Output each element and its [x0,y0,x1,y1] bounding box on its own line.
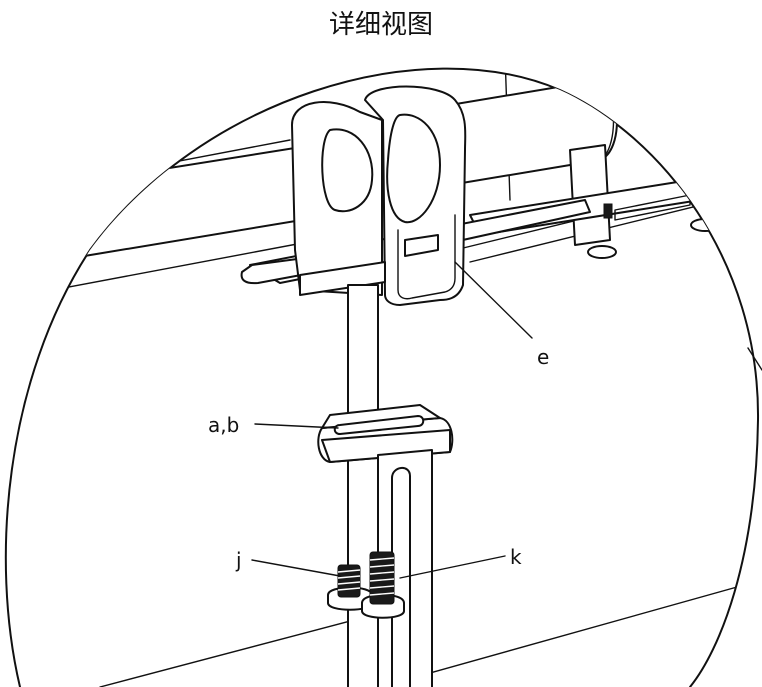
right-clamp-bolt [603,203,613,219]
callout-label-ab: a,b [208,413,239,437]
u-bracket-crossbar [404,234,439,257]
leader-line-k [399,555,506,579]
detail-contents [5,68,759,687]
bolt-j-thread-lines [337,569,361,591]
u-bracket-flange [299,261,386,296]
right-foot-1 [587,245,617,259]
outline-tick [747,347,762,371]
leader-line-j [251,559,341,577]
detail-circle-outline [4,67,760,687]
floor-line-2 [379,579,759,687]
u-bracket-right-hole [386,113,441,224]
u-bracket-left-hole [321,128,374,213]
u-bracket-inner-u [397,214,456,300]
callout-label-e: e [537,345,549,369]
callout-label-k: k [510,545,522,569]
right-foot-2 [690,218,720,232]
right-clamp-slot [614,194,691,221]
vertical-post [347,284,379,687]
bolt-k-thread-lines [369,557,395,596]
slotted-upright-slot [391,467,411,687]
callout-label-j: j [235,548,242,572]
leader-line-e [454,261,533,339]
page-title: 详细视图 [329,10,433,40]
leader-line-ab [254,423,339,429]
